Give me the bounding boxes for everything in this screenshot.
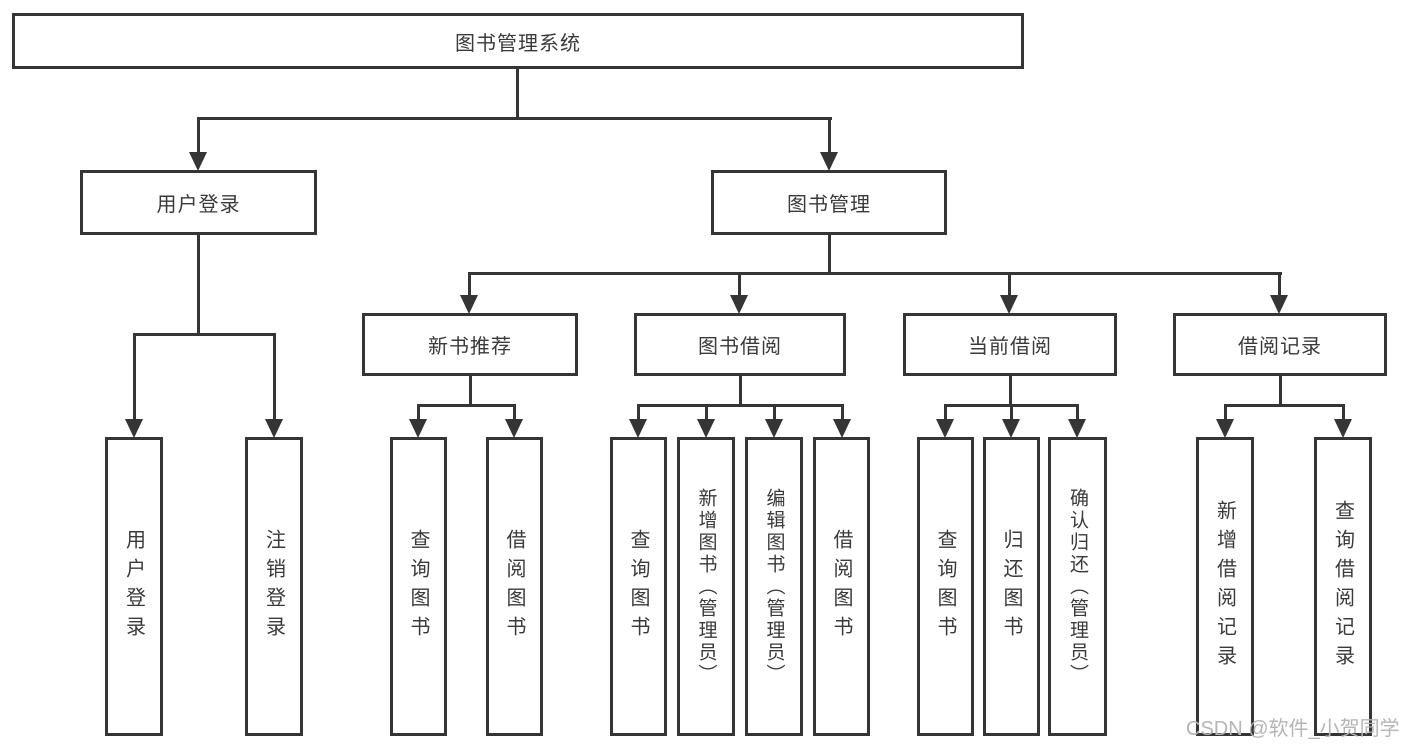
connector-line xyxy=(133,333,276,336)
connector-line xyxy=(773,404,776,422)
connector-line xyxy=(417,404,516,407)
connector-line xyxy=(468,272,471,298)
arrow-down-icon xyxy=(730,295,748,314)
leaf-borrow-books-recommend-label: 借阅图书 xyxy=(503,528,525,645)
connector-line xyxy=(1008,272,1011,298)
csdn-watermark: CSDN @软件_小贺同学 xyxy=(1186,718,1400,740)
connector-line xyxy=(739,375,742,407)
node-book-borrowing-label: 图书借阅 xyxy=(698,336,782,358)
arrow-down-icon xyxy=(505,419,523,438)
leaf-query-books-recommend-label: 查询图书 xyxy=(407,528,429,645)
connector-line xyxy=(738,272,741,298)
node-current-borrowing-label: 当前借阅 xyxy=(968,336,1052,358)
connector-line xyxy=(197,117,200,156)
leaf-query-books-borrowing: 查询图书 xyxy=(610,437,667,736)
leaf-query-books-current-label: 查询图书 xyxy=(934,528,956,645)
leaf-query-books-borrowing-label: 查询图书 xyxy=(627,528,649,645)
node-library-system-label: 图书管理系统 xyxy=(455,32,581,55)
leaf-confirm-return-admin-label: 确认归还（管理员） xyxy=(1067,487,1088,686)
node-new-book-recommend: 新书推荐 xyxy=(362,313,578,376)
leaf-add-borrow-record-label: 新增借阅记录 xyxy=(1213,499,1236,674)
connector-line xyxy=(637,404,640,422)
node-new-book-recommend-label: 新书推荐 xyxy=(428,336,512,358)
connector-line xyxy=(828,117,831,156)
arrow-down-icon xyxy=(1002,419,1020,438)
node-book-management-label: 图书管理 xyxy=(787,194,871,216)
connector-line xyxy=(516,67,519,118)
connector-line xyxy=(273,333,276,421)
node-book-borrowing: 图书借阅 xyxy=(634,313,846,376)
connector-line xyxy=(1076,404,1079,422)
leaf-user-login: 用户登录 xyxy=(105,437,163,736)
leaf-borrow-books: 借阅图书 xyxy=(813,437,870,736)
arrow-down-icon xyxy=(936,419,954,438)
leaf-add-borrow-record: 新增借阅记录 xyxy=(1196,437,1254,736)
connector-line xyxy=(513,404,516,422)
arrow-down-icon xyxy=(1216,419,1234,438)
leaf-return-books-label: 归还图书 xyxy=(1000,528,1022,645)
leaf-query-books-current: 查询图书 xyxy=(917,437,974,736)
connector-line xyxy=(841,404,844,422)
node-current-borrowing: 当前借阅 xyxy=(903,313,1117,376)
node-book-management: 图书管理 xyxy=(711,170,947,235)
node-user-login-label: 用户登录 xyxy=(156,194,241,216)
leaf-query-borrow-record: 查询借阅记录 xyxy=(1314,437,1372,736)
connector-line xyxy=(828,232,831,275)
leaf-return-books: 归还图书 xyxy=(983,437,1040,736)
connector-line xyxy=(1279,375,1282,407)
connector-line xyxy=(417,404,420,422)
arrow-down-icon xyxy=(765,419,783,438)
connector-line xyxy=(469,375,472,407)
arrow-down-icon xyxy=(1068,419,1086,438)
node-borrowing-records-label: 借阅记录 xyxy=(1238,336,1322,358)
arrow-down-icon xyxy=(697,419,715,438)
connector-line xyxy=(1342,404,1345,422)
connector-line xyxy=(197,232,200,336)
arrow-down-icon xyxy=(189,152,207,171)
arrow-down-icon xyxy=(460,295,478,314)
connector-line xyxy=(1224,404,1227,422)
arrow-down-icon xyxy=(1000,295,1018,314)
arrow-down-icon xyxy=(1270,295,1288,314)
connector-line xyxy=(468,272,1282,275)
leaf-borrow-books-label: 借阅图书 xyxy=(830,528,852,645)
node-user-login: 用户登录 xyxy=(80,170,317,235)
arrow-down-icon xyxy=(833,419,851,438)
arrow-down-icon xyxy=(409,419,427,438)
arrow-down-icon xyxy=(820,152,838,171)
arrow-down-icon xyxy=(1334,419,1352,438)
leaf-add-book-admin-label: 新增图书（管理员） xyxy=(695,487,717,686)
arrow-down-icon xyxy=(629,419,647,438)
arrow-down-icon xyxy=(265,419,283,438)
connector-line xyxy=(197,117,832,120)
leaf-logout: 注销登录 xyxy=(245,437,303,736)
leaf-add-book-admin: 新增图书（管理员） xyxy=(677,437,735,736)
leaf-user-login-label: 用户登录 xyxy=(122,528,145,645)
leaf-edit-book-admin-label: 编辑图书（管理员） xyxy=(763,487,785,686)
leaf-confirm-return-admin: 确认归还（管理员） xyxy=(1048,437,1107,736)
leaf-edit-book-admin: 编辑图书（管理员） xyxy=(745,437,803,736)
node-borrowing-records: 借阅记录 xyxy=(1173,313,1387,376)
connector-line xyxy=(705,404,708,422)
arrow-down-icon xyxy=(125,419,143,438)
connector-line xyxy=(944,404,947,422)
leaf-query-borrow-record-label: 查询借阅记录 xyxy=(1331,499,1354,674)
node-library-system: 图书管理系统 xyxy=(12,13,1024,69)
leaf-borrow-books-recommend: 借阅图书 xyxy=(486,437,543,736)
leaf-logout-label: 注销登录 xyxy=(262,528,285,645)
connector-line xyxy=(1278,272,1281,298)
leaf-query-books-recommend: 查询图书 xyxy=(390,437,447,736)
connector-line xyxy=(1009,375,1012,407)
connector-line xyxy=(637,404,844,407)
connector-line xyxy=(133,333,136,421)
connector-line xyxy=(1224,404,1344,407)
connector-line xyxy=(1010,404,1013,422)
